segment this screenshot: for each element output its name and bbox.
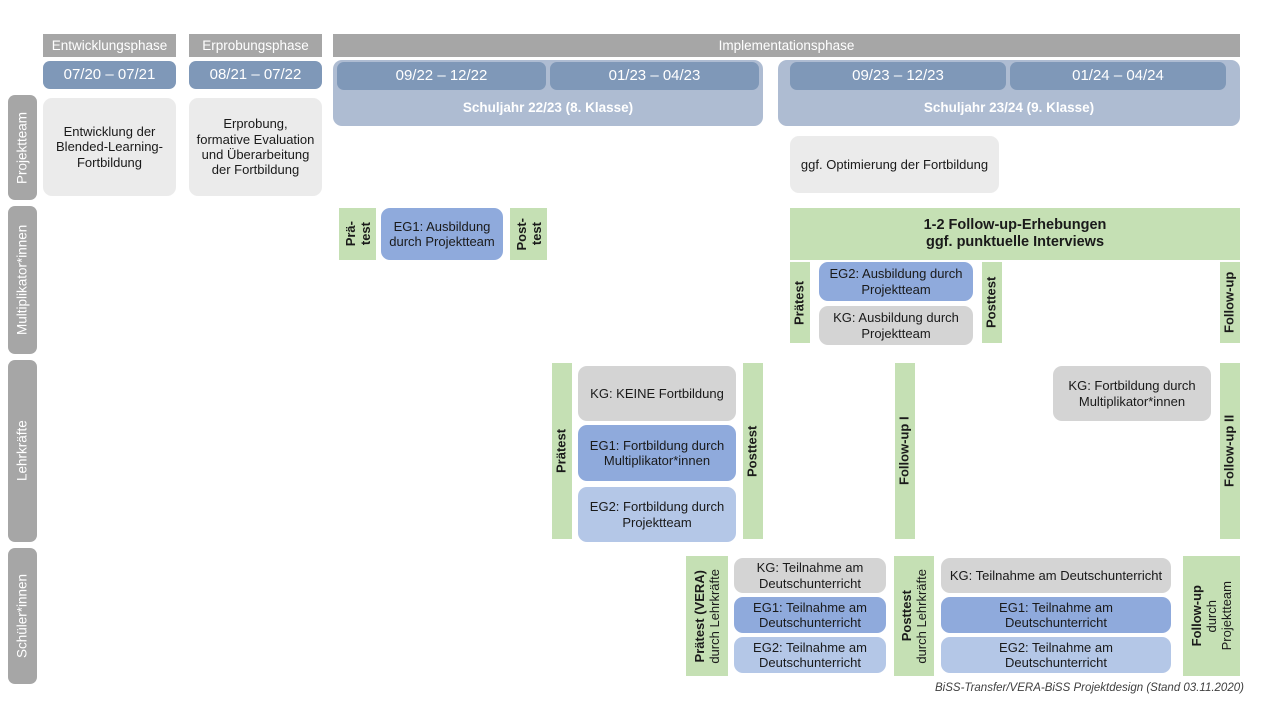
card-text: KG: Teilnahme am Deutschunterricht bbox=[756, 560, 864, 591]
strip-followup-multi: Follow-up bbox=[1220, 262, 1240, 343]
card-kg-teilnahme-1: KG: Teilnahme am Deutschunterricht bbox=[734, 558, 886, 593]
row-label-schueler: Schüler*innen bbox=[8, 548, 37, 684]
strip-text: Follow-up I bbox=[896, 416, 912, 486]
strip-text: Follow-up II bbox=[1221, 414, 1237, 488]
period-label: 01/23 – 04/23 bbox=[608, 67, 701, 85]
period-label: 09/23 – 12/23 bbox=[852, 67, 944, 85]
period-bar-0124-0424: 01/24 – 04/24 bbox=[1010, 62, 1226, 90]
strip-praetest-vera-schueler: Prätest (VERA) durch Lehrkräfte bbox=[686, 556, 728, 676]
posttest-sub: durch Lehrkräfte bbox=[914, 568, 929, 664]
row-label-multiplikatoren: Multiplikator*innen bbox=[8, 206, 37, 354]
row-label-lehrkraefte: Lehrkräfte bbox=[8, 360, 37, 542]
date-bar-entwicklung: 07/20 – 07/21 bbox=[43, 61, 176, 89]
phase-header-erprobung: Erprobungsphase bbox=[189, 34, 322, 57]
followup-sub-2: Projektteam bbox=[1219, 581, 1234, 651]
card-text: EG1: Teilnahme am Deutschunterricht bbox=[999, 599, 1113, 630]
card-text: ggf. Optimierung der Fortbildung bbox=[800, 156, 989, 172]
strip-praetest-lehrkraefte: Prätest bbox=[552, 363, 572, 539]
row-label-text: Lehrkräfte bbox=[14, 420, 30, 482]
banner-line-2: ggf. punktuelle Interviews bbox=[925, 234, 1105, 250]
card-eg1-fortbildung-lehrkraefte: EG1: Fortbildung durch Multiplikator*inn… bbox=[578, 425, 736, 481]
card-eg1-teilnahme-1: EG1: Teilnahme am Deutschunterricht bbox=[734, 597, 886, 633]
period-label: 01/24 – 04/24 bbox=[1072, 67, 1164, 85]
card-text: EG1: Teilnahme am Deutschunterricht bbox=[753, 599, 867, 630]
strip-text: Follow-up bbox=[1221, 271, 1237, 334]
posttest-line1: Post- bbox=[513, 217, 529, 251]
school-year-text: Schuljahr 22/23 (8. Klasse) bbox=[462, 100, 634, 116]
strip-posttest-lehrkraefte: Posttest bbox=[743, 363, 763, 539]
card-text: KG: Teilnahme am Deutschunterricht bbox=[949, 567, 1163, 583]
card-text: EG2: Ausbildung durch Projektteam bbox=[829, 266, 963, 297]
phase-header-implementation: Implementationsphase bbox=[333, 34, 1240, 57]
period-bar-0123-0423: 01/23 – 04/23 bbox=[550, 62, 759, 90]
phase-header-label: Entwicklungsphase bbox=[51, 37, 168, 53]
followup-main: Follow-up bbox=[1189, 585, 1204, 647]
strip-text: Prätest bbox=[553, 428, 569, 474]
card-kg-teilnahme-2: KG: Teilnahme am Deutschunterricht bbox=[941, 558, 1171, 593]
strip-followup-schueler: Follow-up durch Projektteam bbox=[1183, 556, 1240, 676]
strip-posttest-multiplikatoren: Post- test bbox=[510, 208, 547, 260]
phase-header-entwicklung: Entwicklungsphase bbox=[43, 34, 176, 57]
period-bar-0923-1223: 09/23 – 12/23 bbox=[790, 62, 1006, 90]
row-label-text: Multiplikator*innen bbox=[14, 224, 30, 336]
card-kg-keine-fortbildung: KG: KEINE Fortbildung bbox=[578, 366, 736, 421]
card-text: EG2: Teilnahme am Deutschunterricht bbox=[999, 639, 1113, 670]
card-eg1-ausbildung-multi: EG1: Ausbildung durch Projektteam bbox=[381, 208, 503, 260]
strip-praetest-multiplikatoren: Prä- test bbox=[339, 208, 376, 260]
followup-sub-1: durch bbox=[1204, 599, 1219, 633]
praetest-vera-sub: durch Lehrkräfte bbox=[707, 568, 722, 664]
card-eg2-teilnahme-2: EG2: Teilnahme am Deutschunterricht bbox=[941, 637, 1171, 673]
school-year-label-2223: Schuljahr 22/23 (8. Klasse) bbox=[333, 92, 763, 124]
banner-followup-erhebungen: 1-2 Follow-up-Erhebungen ggf. punktuelle… bbox=[790, 208, 1240, 260]
row-label-text: Schüler*innen bbox=[14, 573, 30, 659]
strip-posttest-schueler: Posttest durch Lehrkräfte bbox=[894, 556, 934, 676]
phase-header-label: Erprobungsphase bbox=[202, 37, 309, 53]
strip-followup-2-lehrkraefte: Follow-up II bbox=[1220, 363, 1240, 539]
posttest-main: Posttest bbox=[899, 590, 914, 642]
strip-text: Prätest bbox=[791, 280, 807, 325]
card-text: EG2: Fortbildung durch Projektteam bbox=[589, 499, 725, 530]
strip-praetest-multi-2: Prätest bbox=[790, 262, 810, 343]
card-text: KG: KEINE Fortbildung bbox=[590, 385, 724, 401]
strip-text: Posttest bbox=[744, 425, 760, 477]
footer-caption: BiSS-Transfer/VERA-BiSS Projektdesign (S… bbox=[935, 682, 1244, 694]
card-eg2-fortbildung-lehrkraefte: EG2: Fortbildung durch Projektteam bbox=[578, 487, 736, 542]
period-label: 09/22 – 12/22 bbox=[395, 67, 488, 85]
date-bar-label: 08/21 – 07/22 bbox=[209, 66, 302, 84]
card-kg-fortbildung-lehrkraefte: KG: Fortbildung durch Multiplikator*inne… bbox=[1053, 366, 1211, 421]
row-label-projektteam: Projektteam bbox=[8, 95, 37, 200]
card-eg2-ausbildung-multi: EG2: Ausbildung durch Projektteam bbox=[819, 262, 973, 301]
period-bar-0922-1222: 09/22 – 12/22 bbox=[337, 62, 546, 90]
card-text: EG2: Teilnahme am Deutschunterricht bbox=[753, 639, 867, 670]
phase-header-label: Implementationsphase bbox=[718, 37, 855, 53]
row-label-text: Projektteam bbox=[14, 111, 30, 184]
banner-line-1: 1-2 Follow-up-Erhebungen bbox=[923, 216, 1107, 233]
card-kg-ausbildung-multi: KG: Ausbildung durch Projektteam bbox=[819, 306, 973, 345]
strip-followup-1-lehrkraefte: Follow-up I bbox=[895, 363, 915, 539]
praetest-line2: test bbox=[357, 222, 373, 246]
date-bar-label: 07/20 – 07/21 bbox=[63, 66, 156, 84]
praetest-line1: Prä- bbox=[342, 221, 358, 247]
card-eg2-teilnahme-1: EG2: Teilnahme am Deutschunterricht bbox=[734, 637, 886, 673]
school-year-label-2324: Schuljahr 23/24 (9. Klasse) bbox=[778, 92, 1240, 124]
strip-text: Posttest bbox=[983, 276, 999, 329]
card-text: Erprobung, formative Evaluation und Über… bbox=[196, 116, 315, 178]
card-text: EG1: Ausbildung durch Projektteam bbox=[389, 218, 495, 249]
card-entwicklung-fortbildung: Entwicklung der Blended-Learning-Fortbil… bbox=[43, 98, 176, 196]
card-erprobung-evaluation: Erprobung, formative Evaluation und Über… bbox=[189, 98, 322, 196]
card-text: EG1: Fortbildung durch Multiplikator*inn… bbox=[589, 437, 725, 468]
school-year-text: Schuljahr 23/24 (9. Klasse) bbox=[923, 100, 1095, 116]
posttest-line2: test bbox=[528, 222, 544, 246]
card-text: Entwicklung der Blended-Learning-Fortbil… bbox=[56, 124, 163, 170]
strip-posttest-multi-2: Posttest bbox=[982, 262, 1002, 343]
praetest-vera-main: Prätest (VERA) bbox=[692, 569, 707, 663]
card-eg1-teilnahme-2: EG1: Teilnahme am Deutschunterricht bbox=[941, 597, 1171, 633]
date-bar-erprobung: 08/21 – 07/22 bbox=[189, 61, 322, 89]
card-optimierung-fortbildung: ggf. Optimierung der Fortbildung bbox=[790, 136, 999, 193]
card-text: KG: Ausbildung durch Projektteam bbox=[833, 310, 959, 341]
card-text: KG: Fortbildung durch Multiplikator*inne… bbox=[1068, 378, 1196, 409]
